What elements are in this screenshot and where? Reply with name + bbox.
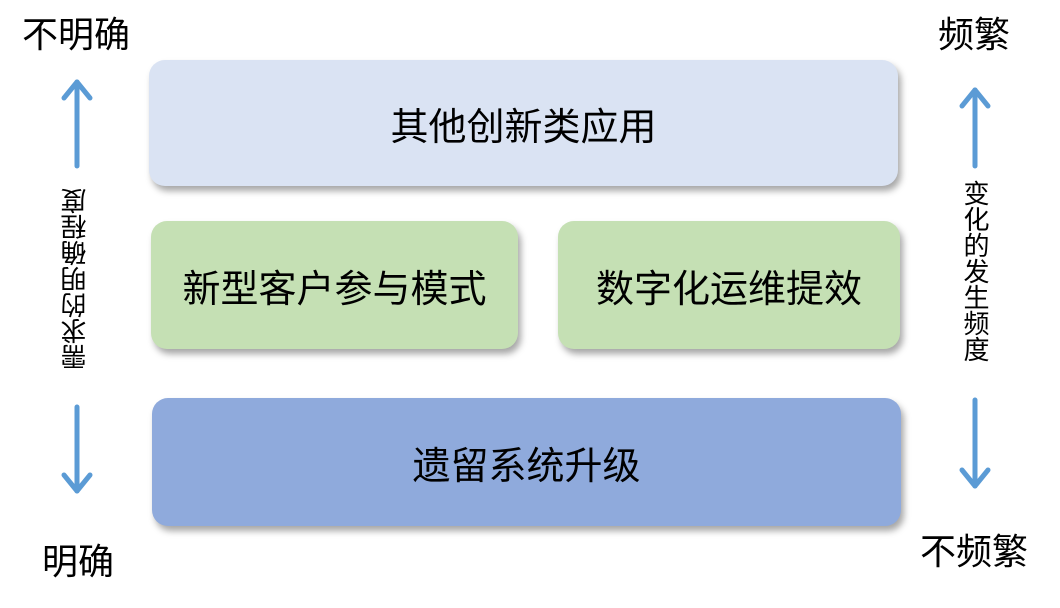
right-up-arrow-icon — [959, 87, 991, 169]
layer-box-middle-left: 新型客户参与模式 — [151, 221, 518, 349]
left-down-arrow-icon — [61, 404, 93, 494]
layer-bottom-label: 遗留系统升级 — [412, 443, 641, 488]
layer-middle-left-label: 新型客户参与模式 — [182, 266, 487, 311]
layer-top-label: 其他创新类应用 — [390, 104, 657, 149]
left-up-arrow-icon — [61, 79, 93, 169]
layer-middle-right-label: 数字化运维提效 — [595, 266, 862, 311]
left-bottom-label: 明确 — [42, 542, 115, 583]
layer-box-middle-right: 数字化运维提效 — [558, 221, 900, 349]
left-top-label: 不明确 — [22, 15, 131, 56]
layer-box-top: 其他创新类应用 — [149, 60, 898, 186]
right-top-label: 频繁 — [938, 15, 1011, 56]
layer-box-bottom: 遗留系统升级 — [152, 398, 901, 526]
right-axis-label: 变化的发生频度 — [959, 180, 989, 362]
right-down-arrow-icon — [959, 397, 991, 489]
left-axis-label: 需求的明确程度 — [61, 188, 91, 370]
right-bottom-label: 不频繁 — [920, 532, 1029, 573]
